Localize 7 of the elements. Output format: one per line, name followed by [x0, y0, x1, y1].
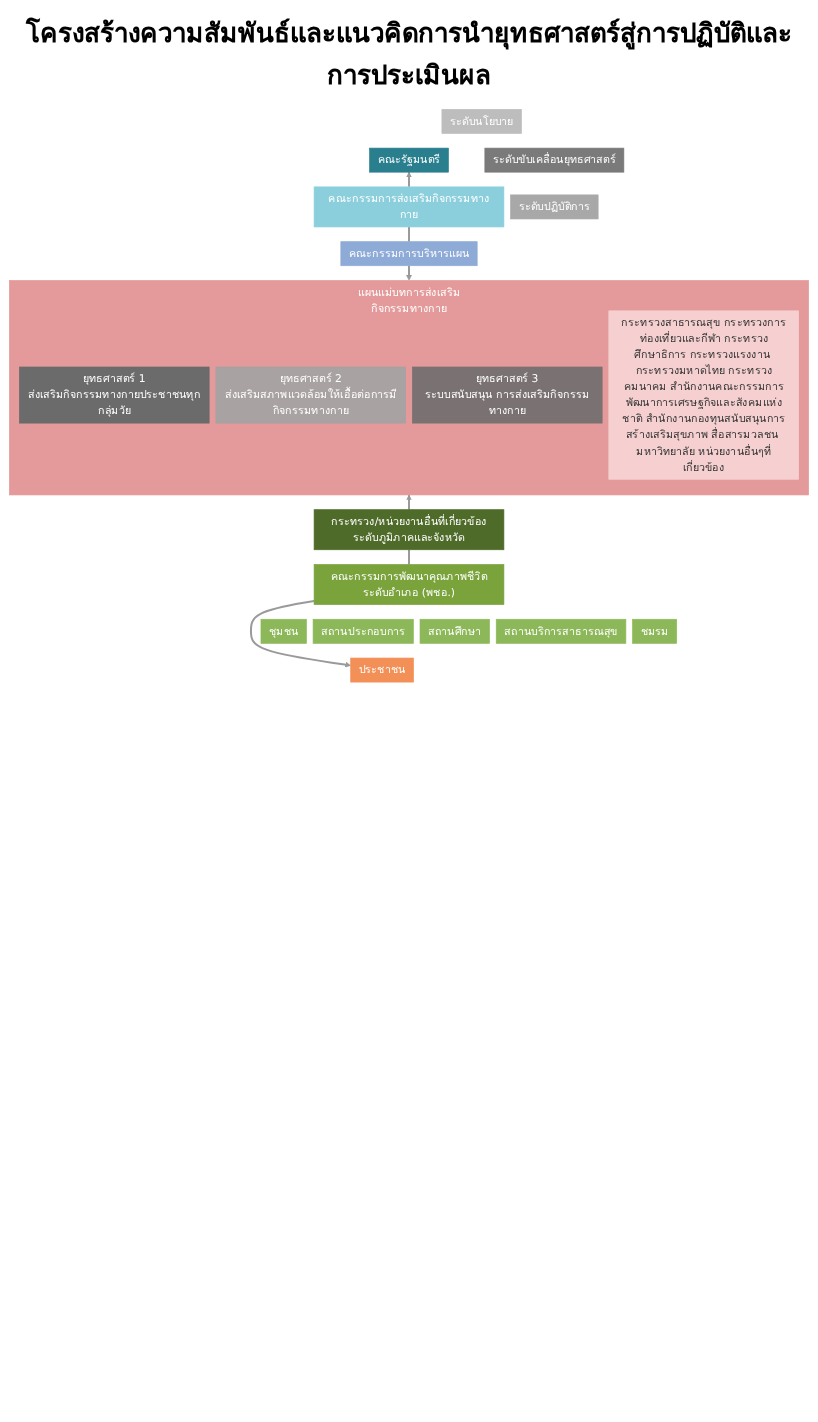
- arrow: [406, 171, 412, 188]
- diagram-title: โครงสร้างความสัมพันธ์และแนวคิดการนำยุทธศาสตร์สู่การปฏิบัติและการประเมินผล: [23, 15, 794, 96]
- arrow: [249, 599, 351, 668]
- connector: [408, 548, 410, 566]
- arrow: [406, 264, 412, 281]
- connector: [408, 225, 410, 243]
- arrow: [406, 493, 412, 511]
